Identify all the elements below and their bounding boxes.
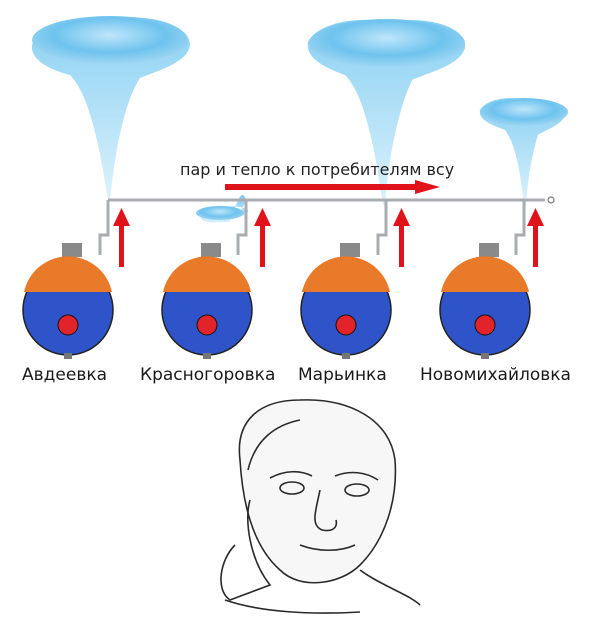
boiler-1 (22, 243, 114, 359)
boiler-label-3: Марьинка (298, 365, 387, 385)
header-text: пар и тепло к потребителям всу (180, 160, 455, 179)
boiler-label-1: Авдеевка (22, 365, 108, 385)
boiler-2 (161, 243, 253, 359)
pipe-end-valve-icon (547, 196, 555, 204)
up-arrows (113, 208, 544, 267)
flow-arrow (225, 180, 440, 194)
man-portrait-icon (220, 399, 421, 614)
fountain-1 (31, 16, 190, 200)
fountain-4 (479, 98, 568, 205)
boiler-label-4: Новомихайловка (420, 365, 571, 385)
boiler-label-2: Красногоровка (140, 365, 276, 385)
fountain-2 (196, 194, 249, 223)
fountain-3 (307, 19, 466, 205)
boiler-3 (300, 243, 392, 359)
boiler-4 (439, 243, 531, 359)
riser-pipes (98, 200, 526, 255)
